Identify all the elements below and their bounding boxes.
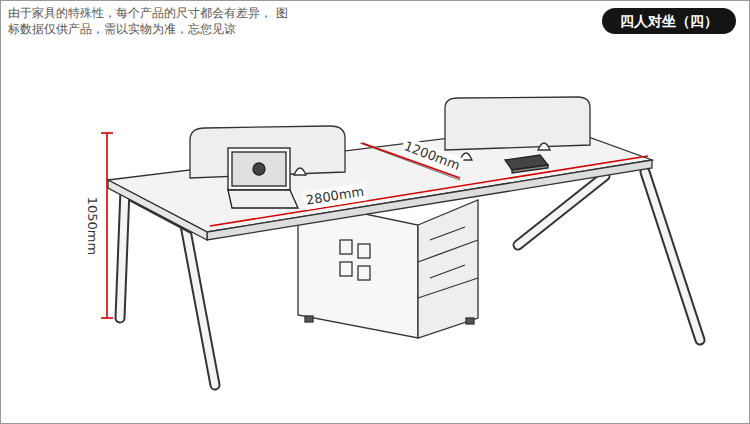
laptop (228, 148, 298, 208)
dimension-lines (101, 133, 648, 318)
dimension-label: 1050mm (83, 195, 101, 257)
title-text: 四人对坐（四） (620, 13, 718, 29)
desk-device (505, 155, 548, 173)
note-text: 由于家具的特殊性，每个产品的尺寸都会有差异， 图标数据仅供产品，需以实物为准，忘… (8, 5, 290, 37)
title-badge: 四人对坐（四） (602, 8, 736, 34)
